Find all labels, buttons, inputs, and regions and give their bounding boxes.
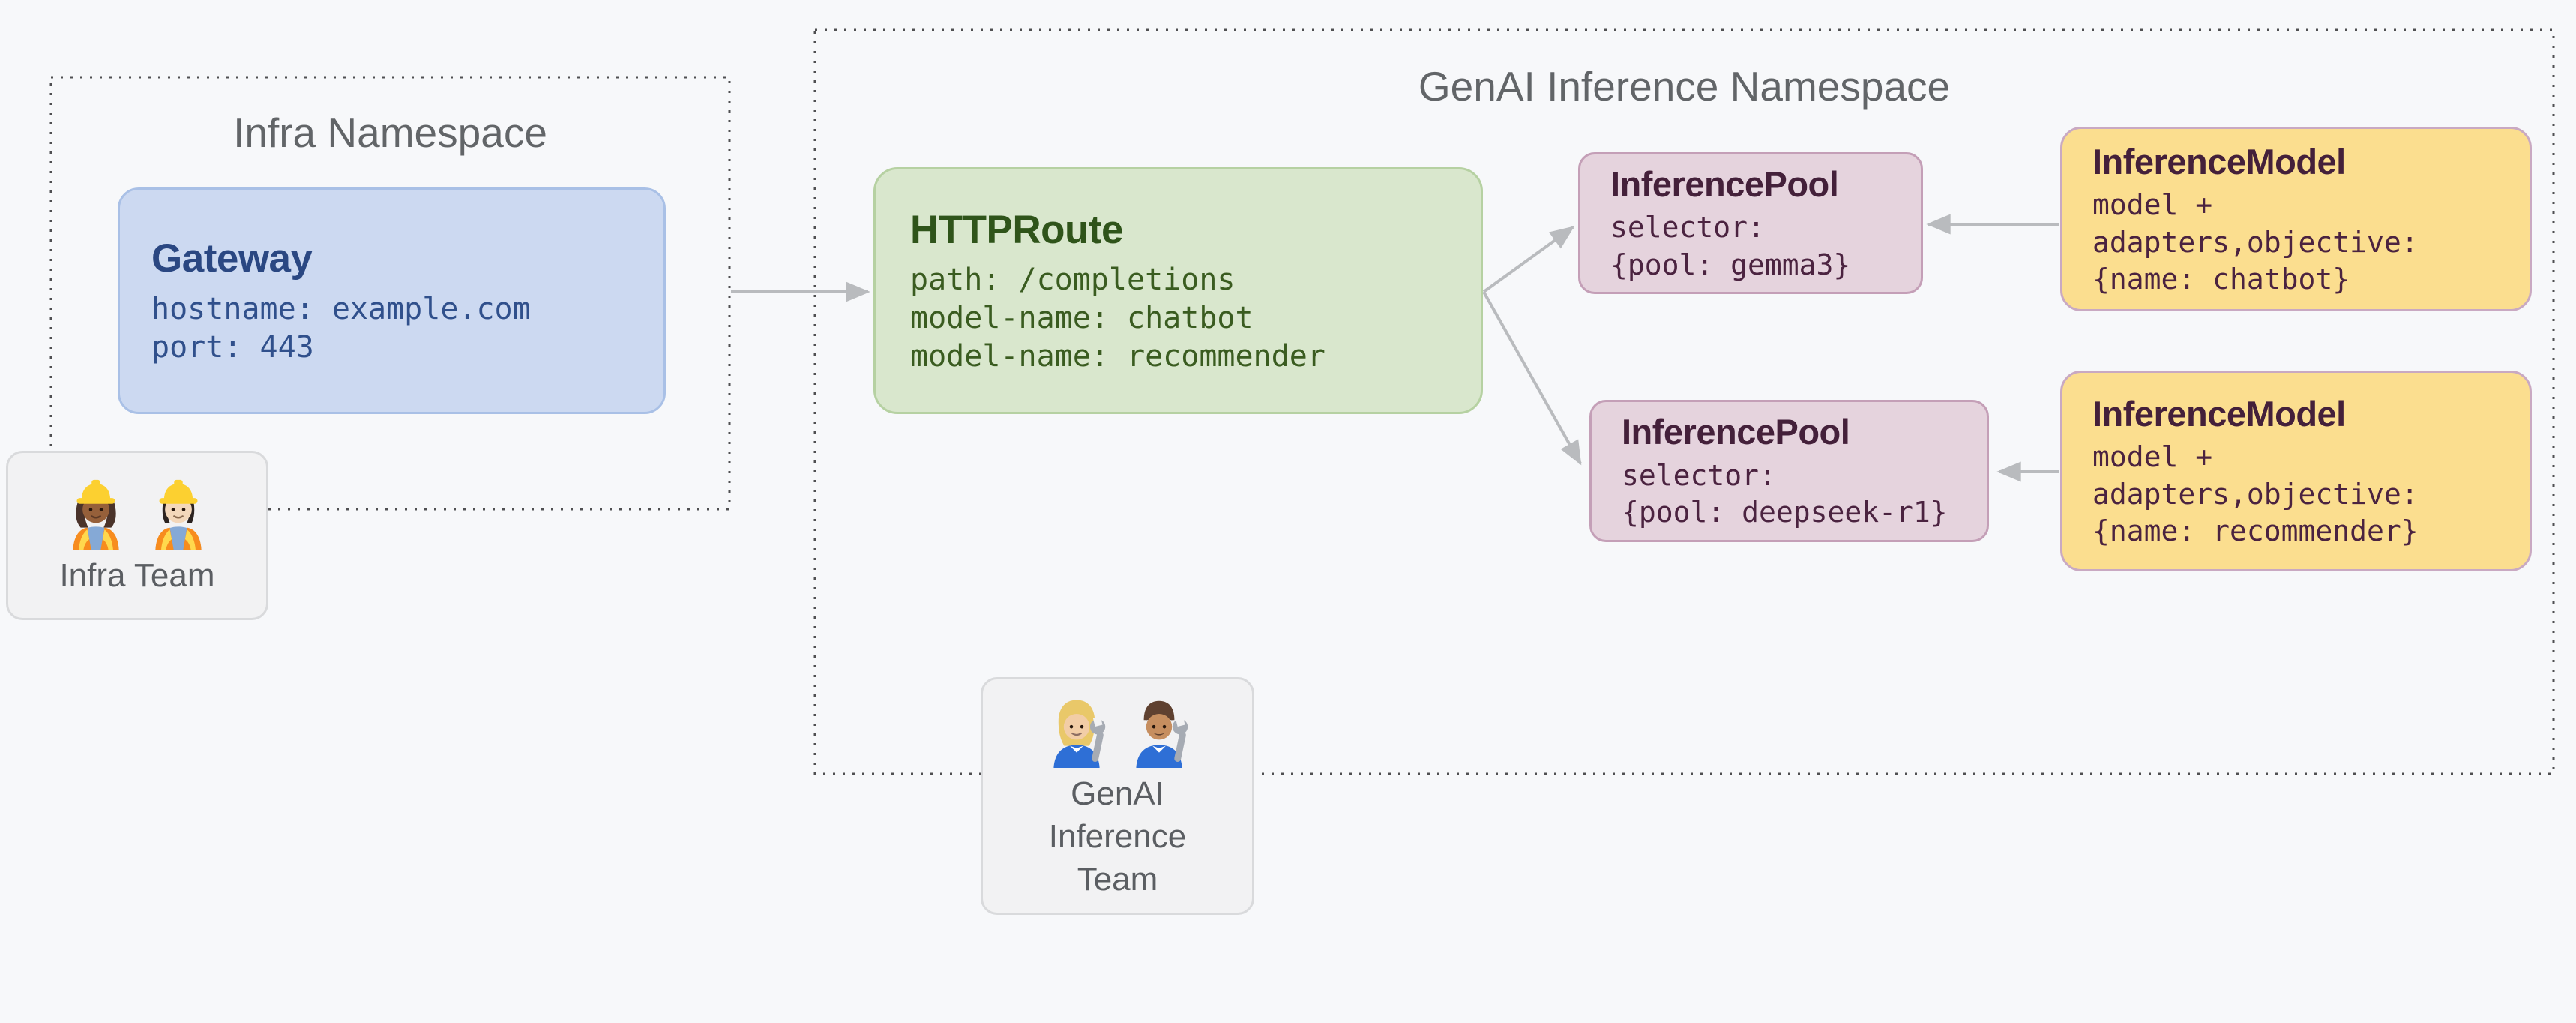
gateway-node: Gateway hostname: example.com port: 443 [118, 188, 666, 414]
inference-pool-deepseek-value-line: {pool: deepseek-r1} [1622, 496, 1948, 530]
inference-pool-gemma3-value-line: {pool: gemma3} [1610, 248, 1851, 281]
inference-model-chatbot-line: model + [2092, 188, 2213, 222]
infra-team-card: Infra Team [6, 451, 268, 620]
httproute-node: HTTPRoute path: /completions model-name:… [873, 167, 1483, 414]
genai-team-icons [1042, 692, 1194, 768]
gateway-port-line: port: 443 [151, 329, 314, 364]
genai-namespace-border [813, 28, 2555, 776]
inference-pool-deepseek-selector-line: selector: [1622, 458, 1776, 492]
inference-pool-deepseek-node: InferencePool selector: {pool: deepseek-… [1589, 400, 1989, 542]
infra-team-label: Infra Team [59, 557, 215, 595]
genai-inference-team-label: GenAI Inference Team [1048, 775, 1187, 898]
inference-model-chatbot-line: {name: chatbot} [2092, 262, 2350, 296]
inference-model-chatbot-node: InferenceModel model + adapters,objectiv… [2060, 127, 2532, 311]
arrow-httproute-to-pool-gemma3 [1482, 226, 1575, 293]
httproute-model-recommender-line: model-name: recommender [910, 338, 1325, 374]
httproute-model-chatbot-line: model-name: chatbot [910, 300, 1254, 335]
genai-namespace-title: GenAI Inference Namespace [1418, 63, 1951, 110]
inference-model-chatbot-title: InferenceModel [2092, 141, 2346, 182]
arrow-httproute-to-pool-deepseek [1482, 291, 1582, 466]
inference-pool-deepseek-title: InferencePool [1622, 412, 1850, 452]
httproute-title: HTTPRoute [910, 207, 1124, 252]
inference-model-recommender-line: model + [2092, 440, 2213, 474]
gateway-hostname-line: hostname: example.com [151, 292, 531, 326]
gateway-title: Gateway [151, 236, 313, 281]
infra-team-icons [61, 473, 213, 550]
inference-pool-gemma3-node: InferencePool selector: {pool: gemma3} [1578, 152, 1923, 294]
inference-model-recommender-line: {name: recommender} [2092, 514, 2419, 548]
genai-inference-team-card: GenAI Inference Team [981, 677, 1254, 915]
inference-pool-gemma3-selector-line: selector: [1610, 211, 1765, 244]
infra-namespace-title: Infra Namespace [233, 110, 547, 156]
woman-mechanic-icon [1053, 700, 1105, 768]
inference-model-recommender-node: InferenceModel model + adapters,objectiv… [2060, 370, 2532, 572]
man-mechanic-icon [1135, 700, 1188, 768]
inference-model-recommender-line: adapters,objective: [2092, 477, 2419, 511]
man-construction-worker-icon [155, 480, 202, 550]
inference-model-chatbot-line: adapters,objective: [2092, 225, 2419, 259]
woman-construction-worker-icon [73, 480, 119, 550]
httproute-path-line: path: /completions [910, 262, 1236, 298]
inference-pool-gemma3-title: InferencePool [1610, 164, 1839, 204]
inference-model-recommender-title: InferenceModel [2092, 393, 2346, 434]
